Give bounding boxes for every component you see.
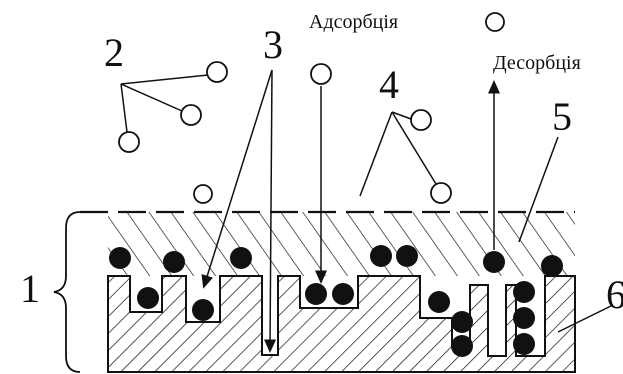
leader-line-5 bbox=[518, 136, 559, 243]
label-6: 6 bbox=[606, 272, 623, 317]
leader-lines-4 bbox=[359, 111, 437, 197]
label-1: 1 bbox=[20, 266, 40, 311]
leader-lines-3 bbox=[201, 69, 277, 353]
label-4: 4 bbox=[379, 62, 399, 107]
gas-molecules bbox=[118, 12, 505, 204]
adsorption-label: Адсорбція bbox=[309, 11, 398, 33]
leader-line-6 bbox=[557, 305, 612, 333]
adsorbed-molecules bbox=[109, 245, 563, 357]
label-5: 5 bbox=[552, 94, 572, 139]
adsorbed-layer bbox=[80, 210, 575, 276]
brace-1 bbox=[53, 211, 81, 373]
label-3: 3 bbox=[263, 22, 283, 67]
desorption-label: Десорбція bbox=[493, 52, 581, 74]
label-2: 2 bbox=[104, 30, 124, 75]
leader-lines-2 bbox=[120, 74, 209, 133]
